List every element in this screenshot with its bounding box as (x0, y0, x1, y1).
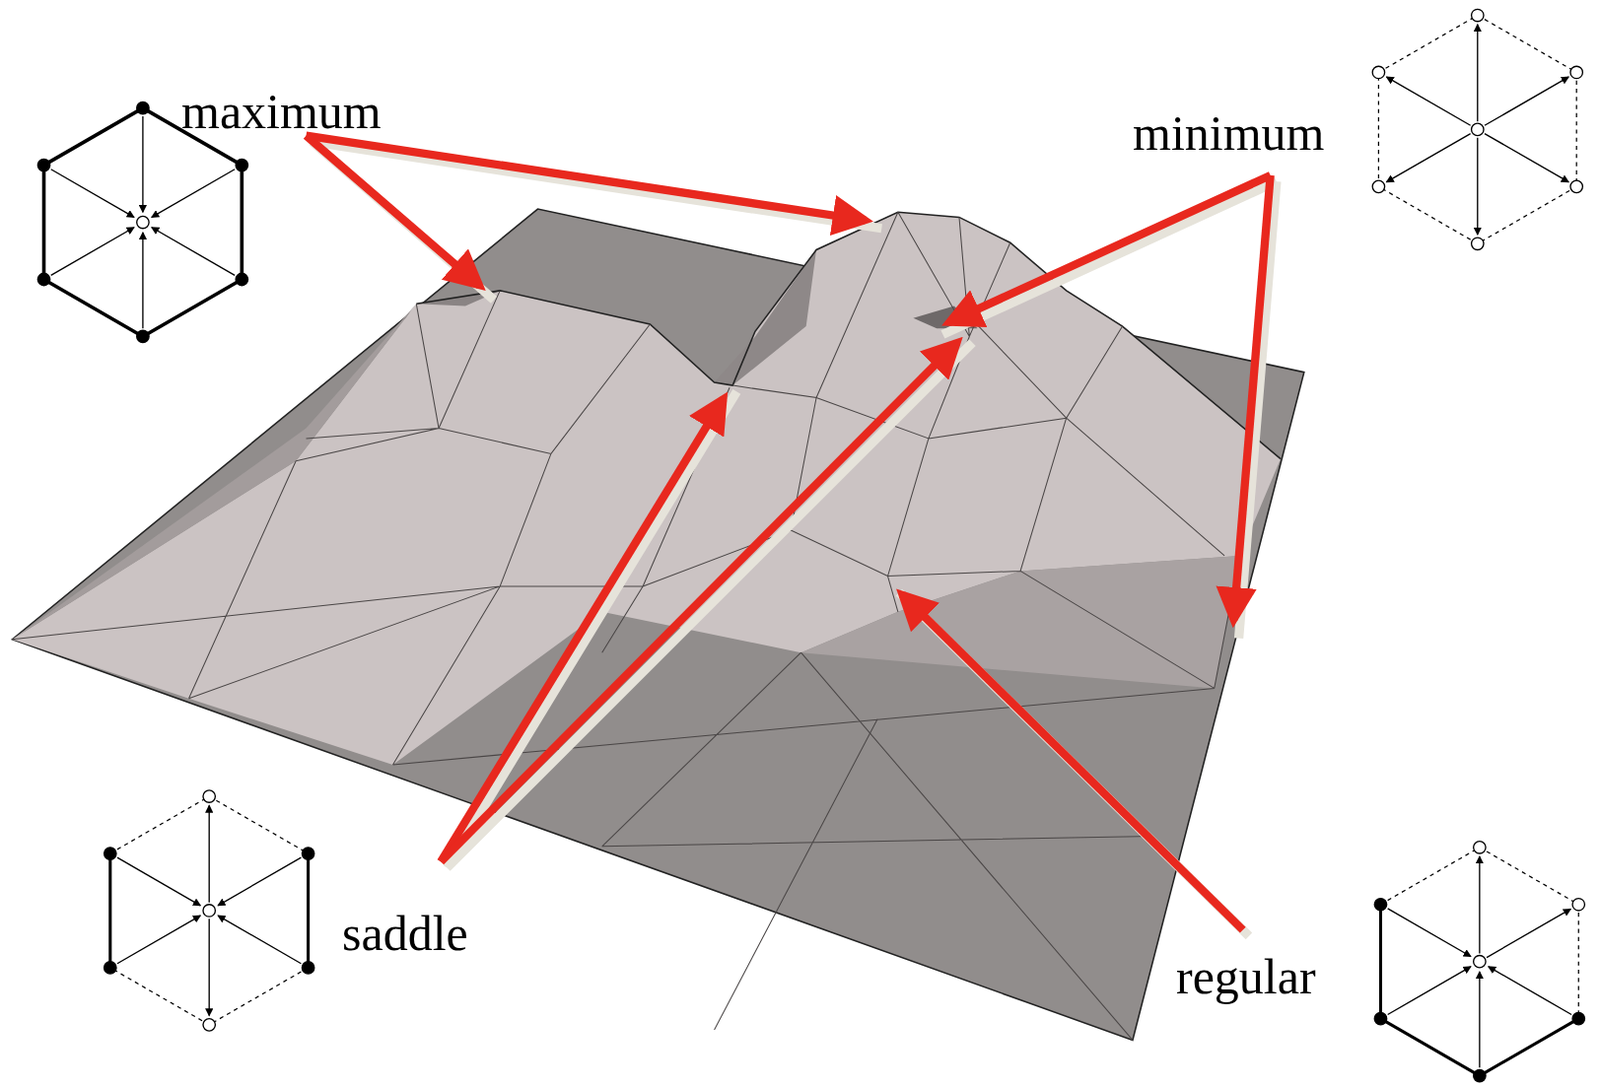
gradient-arrow (1486, 908, 1571, 958)
gradient-arrow (151, 169, 235, 218)
link-edge (1578, 904, 1580, 1020)
link-edge (1378, 15, 1477, 73)
link-edge (110, 796, 209, 854)
link-edge (306, 853, 310, 969)
link-edge (44, 108, 143, 166)
vertex-dot (1572, 1012, 1585, 1025)
vertex-dot (137, 101, 149, 114)
gradient-arrow (1388, 967, 1471, 1016)
center-vertex (1473, 955, 1486, 968)
vertex-dot (301, 962, 314, 974)
vertex-dot (1374, 899, 1387, 911)
mesh-lines (11, 211, 1240, 1041)
callout-label: minimum (1132, 106, 1324, 161)
vertex-dot (104, 847, 117, 860)
gradient-arrow (51, 227, 135, 277)
vertex-dot (1473, 841, 1486, 854)
gradient-arrow (1388, 908, 1471, 958)
link-edge (44, 279, 143, 338)
vertex-dot (137, 330, 149, 343)
vertex-dot (1570, 180, 1583, 193)
gradient-arrow (1476, 138, 1478, 235)
vertex-dot (1570, 66, 1583, 78)
link-edge (110, 968, 209, 1026)
link-edge (1479, 847, 1579, 905)
link-edge (142, 279, 242, 338)
callout-label: maximum (181, 84, 382, 140)
link-edge (1379, 904, 1383, 1020)
gradient-arrow (117, 857, 201, 906)
ridge-line (416, 211, 1281, 459)
gradient-arrow (208, 918, 210, 1016)
vertex-dot (1372, 180, 1385, 193)
gradient-arrow (208, 805, 210, 903)
vertex-star-icon (1374, 841, 1585, 1083)
gradient-arrow (151, 227, 235, 277)
gradient-arrow (1478, 972, 1480, 1068)
gradient-arrow (141, 232, 143, 329)
shaded-facet (11, 303, 417, 639)
link-edge (1479, 1019, 1579, 1077)
vertex-dot (203, 790, 215, 803)
link-edge (239, 165, 244, 280)
link-edge (1380, 847, 1479, 905)
vertex-dot (37, 158, 50, 171)
base-plane (11, 208, 1304, 1041)
gradient-arrow (1386, 76, 1470, 126)
vertex-dot (235, 158, 248, 171)
hill-surface (11, 211, 1281, 766)
gradient-arrow (1386, 134, 1470, 183)
gradient-arrow (1488, 967, 1572, 1016)
link-edge (1378, 186, 1477, 244)
link-edge (1378, 71, 1380, 187)
vertex-dot (1471, 8, 1484, 21)
gradient-arrow (51, 169, 135, 218)
vertex-dot (1374, 1012, 1387, 1025)
gradient-arrow (141, 116, 143, 212)
gradient-arrow (1476, 24, 1478, 122)
gradient-arrow (117, 915, 201, 965)
gradient-arrow (217, 915, 301, 965)
callout-label: regular (1176, 950, 1317, 1005)
gradient-arrow (1484, 134, 1569, 183)
link-edge (1477, 186, 1577, 244)
link-edge (208, 796, 308, 854)
gradient-arrow (217, 857, 301, 906)
vertex-dot (1473, 1069, 1486, 1082)
link-edge (1576, 71, 1578, 187)
center-vertex (203, 904, 215, 917)
vertex-dot (1471, 237, 1484, 250)
vertex-dot (37, 273, 50, 285)
vertex-dot (1572, 899, 1585, 911)
link-edge (108, 853, 112, 969)
vertex-star-icon (1372, 8, 1583, 250)
link-edge (1477, 15, 1577, 73)
callout-label: saddle (342, 906, 469, 962)
center-vertex (1471, 123, 1484, 136)
callout-arrows (306, 136, 1271, 931)
vertex-dot (104, 962, 117, 974)
link-edge (42, 165, 47, 280)
link-edge (208, 968, 308, 1026)
vertex-dot (301, 847, 314, 860)
vertex-star-icon (104, 790, 315, 1032)
gradient-arrow (1478, 856, 1480, 954)
vertex-dot (1372, 66, 1385, 78)
vertex-dot (235, 273, 248, 285)
link-edge (1380, 1019, 1479, 1077)
vertex-dot (203, 1019, 215, 1032)
gradient-arrow (1484, 76, 1569, 126)
center-vertex (137, 215, 149, 228)
